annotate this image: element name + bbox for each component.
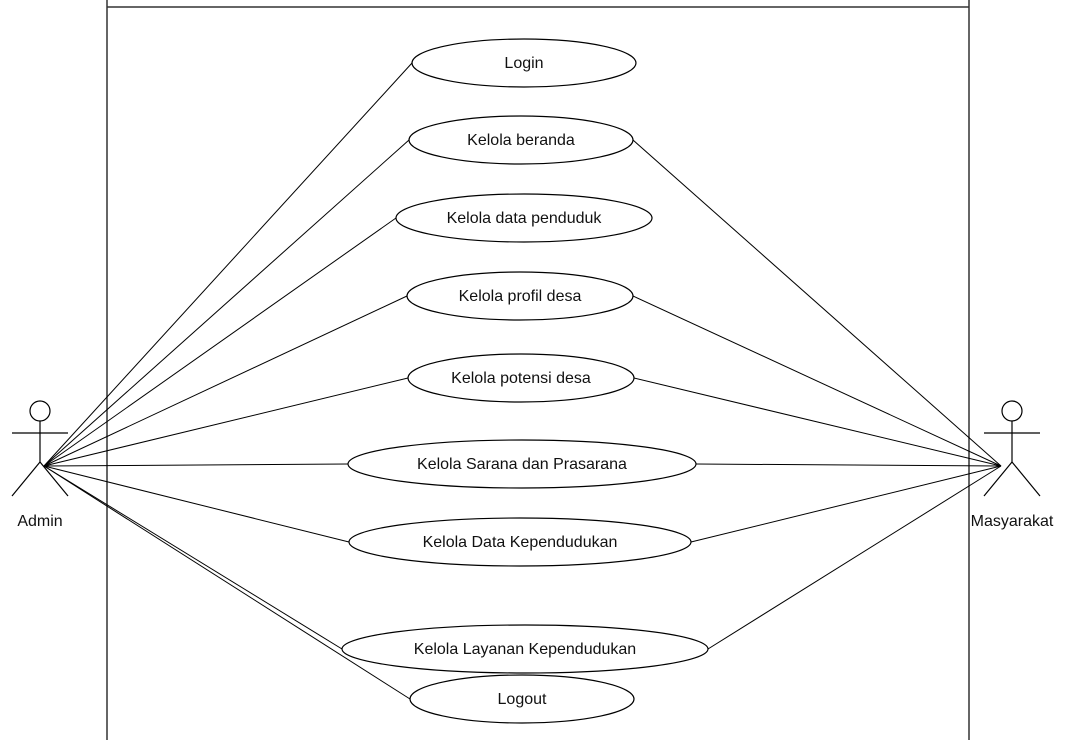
actor-head (29, 400, 51, 422)
actor-left-leg (983, 461, 1013, 497)
use-case-label: Kelola profil desa (459, 288, 582, 305)
actor-right-leg (39, 461, 69, 497)
use-case-kelola-layanan-kependudukan[interactable]: Kelola Layanan Kependudukan (341, 624, 709, 674)
use-case-kelola-potensi-desa[interactable]: Kelola potensi desa (407, 353, 635, 403)
use-case-label: Kelola potensi desa (451, 370, 591, 387)
association-line-masyarakat-kelola-profil-desa (632, 295, 1002, 467)
association-line-admin-kelola-potensi-desa (43, 377, 409, 467)
association-line-masyarakat-kelola-potensi-desa (633, 377, 1002, 467)
use-case-label: Kelola Data Kependudukan (423, 534, 618, 551)
use-case-kelola-data-kependudukan[interactable]: Kelola Data Kependudukan (348, 517, 692, 567)
association-line-masyarakat-kelola-sarana-dan-prasarana (695, 463, 1002, 467)
association-line-admin-kelola-data-kependudukan (43, 465, 350, 543)
association-line-masyarakat-kelola-layanan-kependudukan (707, 465, 1002, 650)
use-case-kelola-beranda[interactable]: Kelola beranda (408, 115, 634, 165)
actor-label: Masyarakat (971, 513, 1054, 530)
use-case-label: Kelola Sarana dan Prasarana (417, 456, 627, 473)
association-line-admin-kelola-profil-desa (43, 295, 408, 467)
association-line-admin-logout (43, 465, 411, 700)
use-case-label: Logout (498, 691, 547, 708)
actor-masyarakat[interactable]: Masyarakat (971, 400, 1054, 530)
association-line-admin-login (43, 62, 413, 467)
association-line-masyarakat-kelola-data-kependudukan (690, 465, 1002, 543)
actor-right-leg (1011, 461, 1041, 497)
association-line-admin-kelola-beranda (43, 139, 410, 467)
association-line-masyarakat-kelola-beranda (632, 139, 1002, 467)
actor-admin[interactable]: Admin (11, 400, 69, 530)
actor-left-leg (11, 461, 41, 497)
use-case-kelola-profil-desa[interactable]: Kelola profil desa (406, 271, 634, 321)
use-case-kelola-data-penduduk[interactable]: Kelola data penduduk (395, 193, 653, 243)
use-case-label: Login (504, 55, 543, 72)
use-case-login[interactable]: Login (411, 38, 637, 88)
use-case-label: Kelola Layanan Kependudukan (414, 641, 636, 658)
association-line-admin-kelola-layanan-kependudukan (43, 465, 343, 650)
association-line-admin-kelola-sarana-dan-prasarana (43, 463, 349, 467)
use-case-label: Kelola beranda (467, 132, 575, 149)
use-case-logout[interactable]: Logout (409, 674, 635, 724)
system-boundary (106, 0, 970, 740)
use-case-kelola-sarana-dan-prasarana[interactable]: Kelola Sarana dan Prasarana (347, 439, 697, 489)
use-case-label: Kelola data penduduk (447, 210, 603, 227)
actor-label: Admin (17, 513, 62, 530)
association-line-admin-kelola-data-penduduk (43, 217, 397, 467)
actor-head (1001, 400, 1023, 422)
association-lines (43, 62, 1002, 700)
